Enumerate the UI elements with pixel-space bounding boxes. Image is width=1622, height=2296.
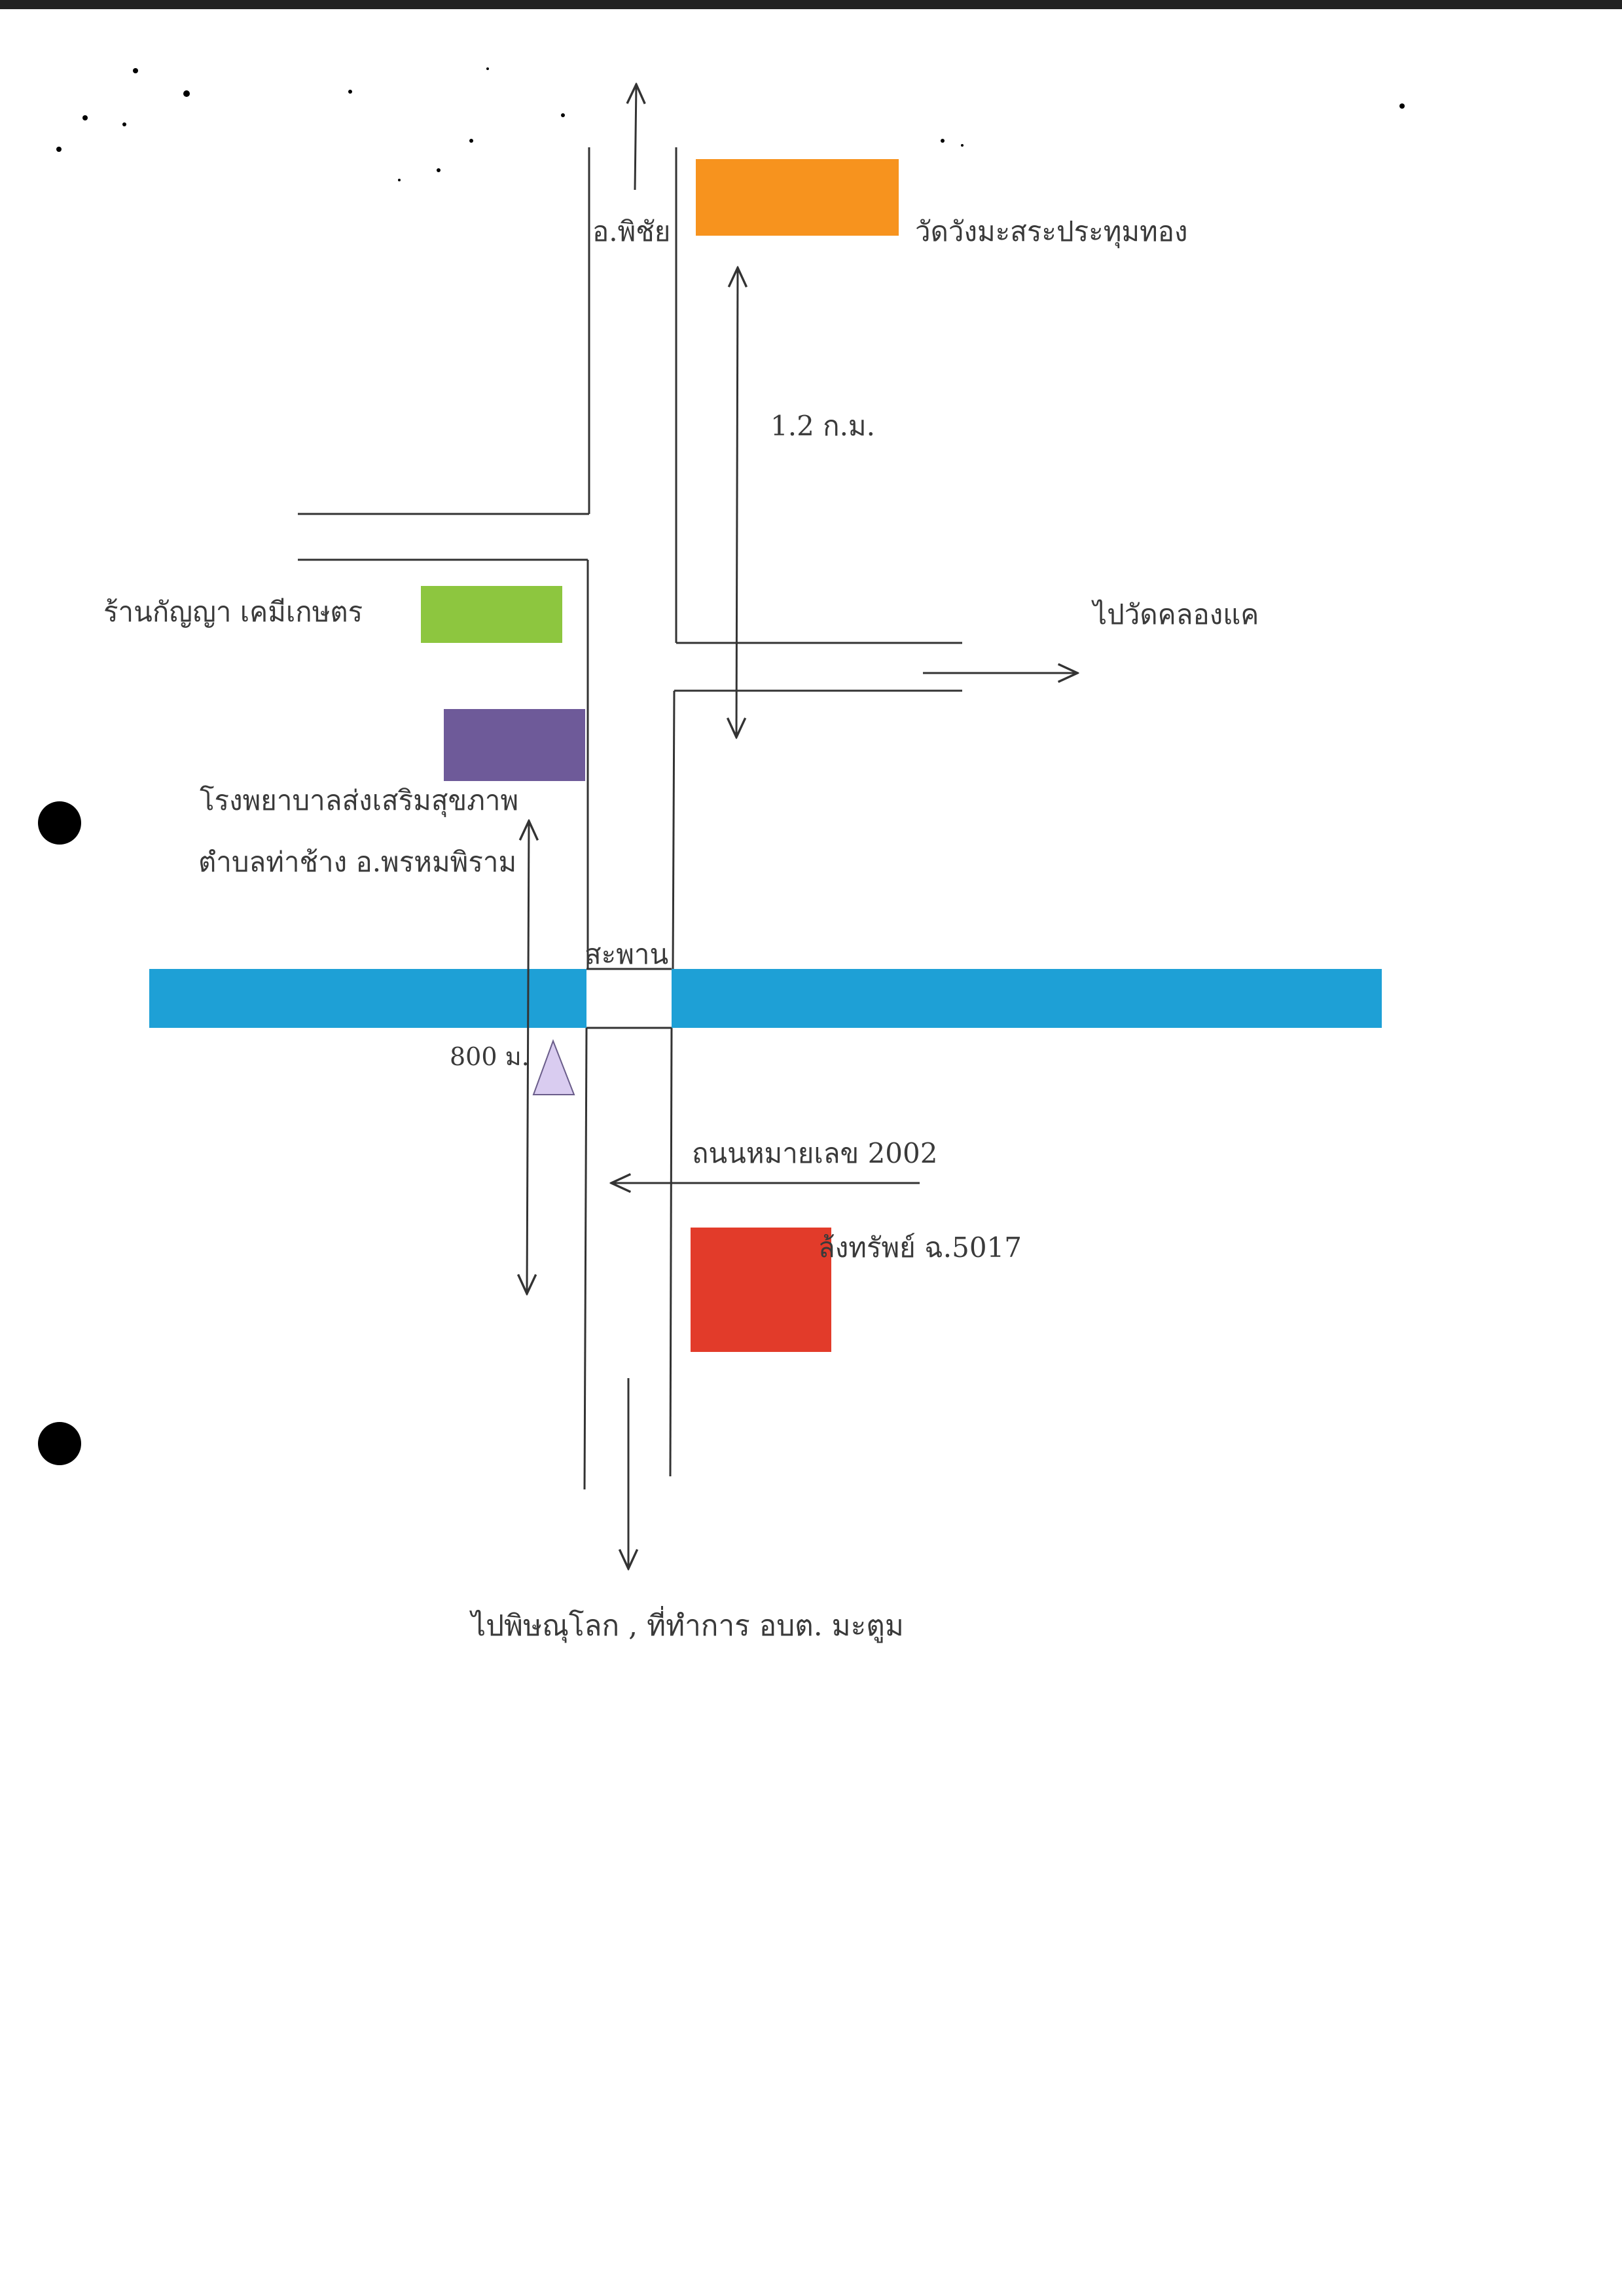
road-number-label: ถนนหมายเลข 2002 xyxy=(692,1137,938,1169)
punch-hole-icon xyxy=(38,1422,81,1465)
hospital-marker xyxy=(444,709,585,781)
rice-mill-marker xyxy=(691,1228,831,1352)
east-road-label: ไปวัดคลองแค xyxy=(1093,598,1259,630)
river-west xyxy=(149,969,586,1028)
punch-hole-icon xyxy=(38,801,81,845)
north-arrow xyxy=(635,85,636,191)
main-road xyxy=(298,147,962,1490)
south-road-label: ไปพิษณุโลก , ที่ทำการ อบต. มะตูม xyxy=(471,1609,904,1643)
bridge xyxy=(586,968,672,1029)
distance-arrow-south xyxy=(527,822,529,1293)
north-road-label: อ.พิชัย xyxy=(592,215,671,247)
top-border xyxy=(0,0,1622,9)
scan-specks xyxy=(56,67,1405,181)
hospital-label-line1: โรงพยาบาลส่งเสริมสุขภาพ xyxy=(200,784,519,816)
distance-south-label: 800 ม. xyxy=(450,1042,530,1071)
rice-mill-label: ล้งทรัพย์ ฉ.5017 xyxy=(818,1231,1022,1264)
shop-marker xyxy=(421,586,562,643)
bridge-label: สะพาน xyxy=(585,938,669,970)
river-east xyxy=(672,969,1382,1028)
temple-marker xyxy=(696,159,899,236)
triangle-marker-icon xyxy=(532,1039,575,1095)
distance-arrow-north xyxy=(736,268,738,737)
hospital-label-line2: ตำบลท่าช้าง อ.พรหมพิราม xyxy=(198,846,517,878)
shop-label: ร้านกัญญา เคมีเกษตร xyxy=(103,596,363,628)
distance-north-label: 1.2 ก.ม. xyxy=(770,410,875,442)
temple-label: วัดวังมะสระประทุมทอง xyxy=(915,215,1188,247)
